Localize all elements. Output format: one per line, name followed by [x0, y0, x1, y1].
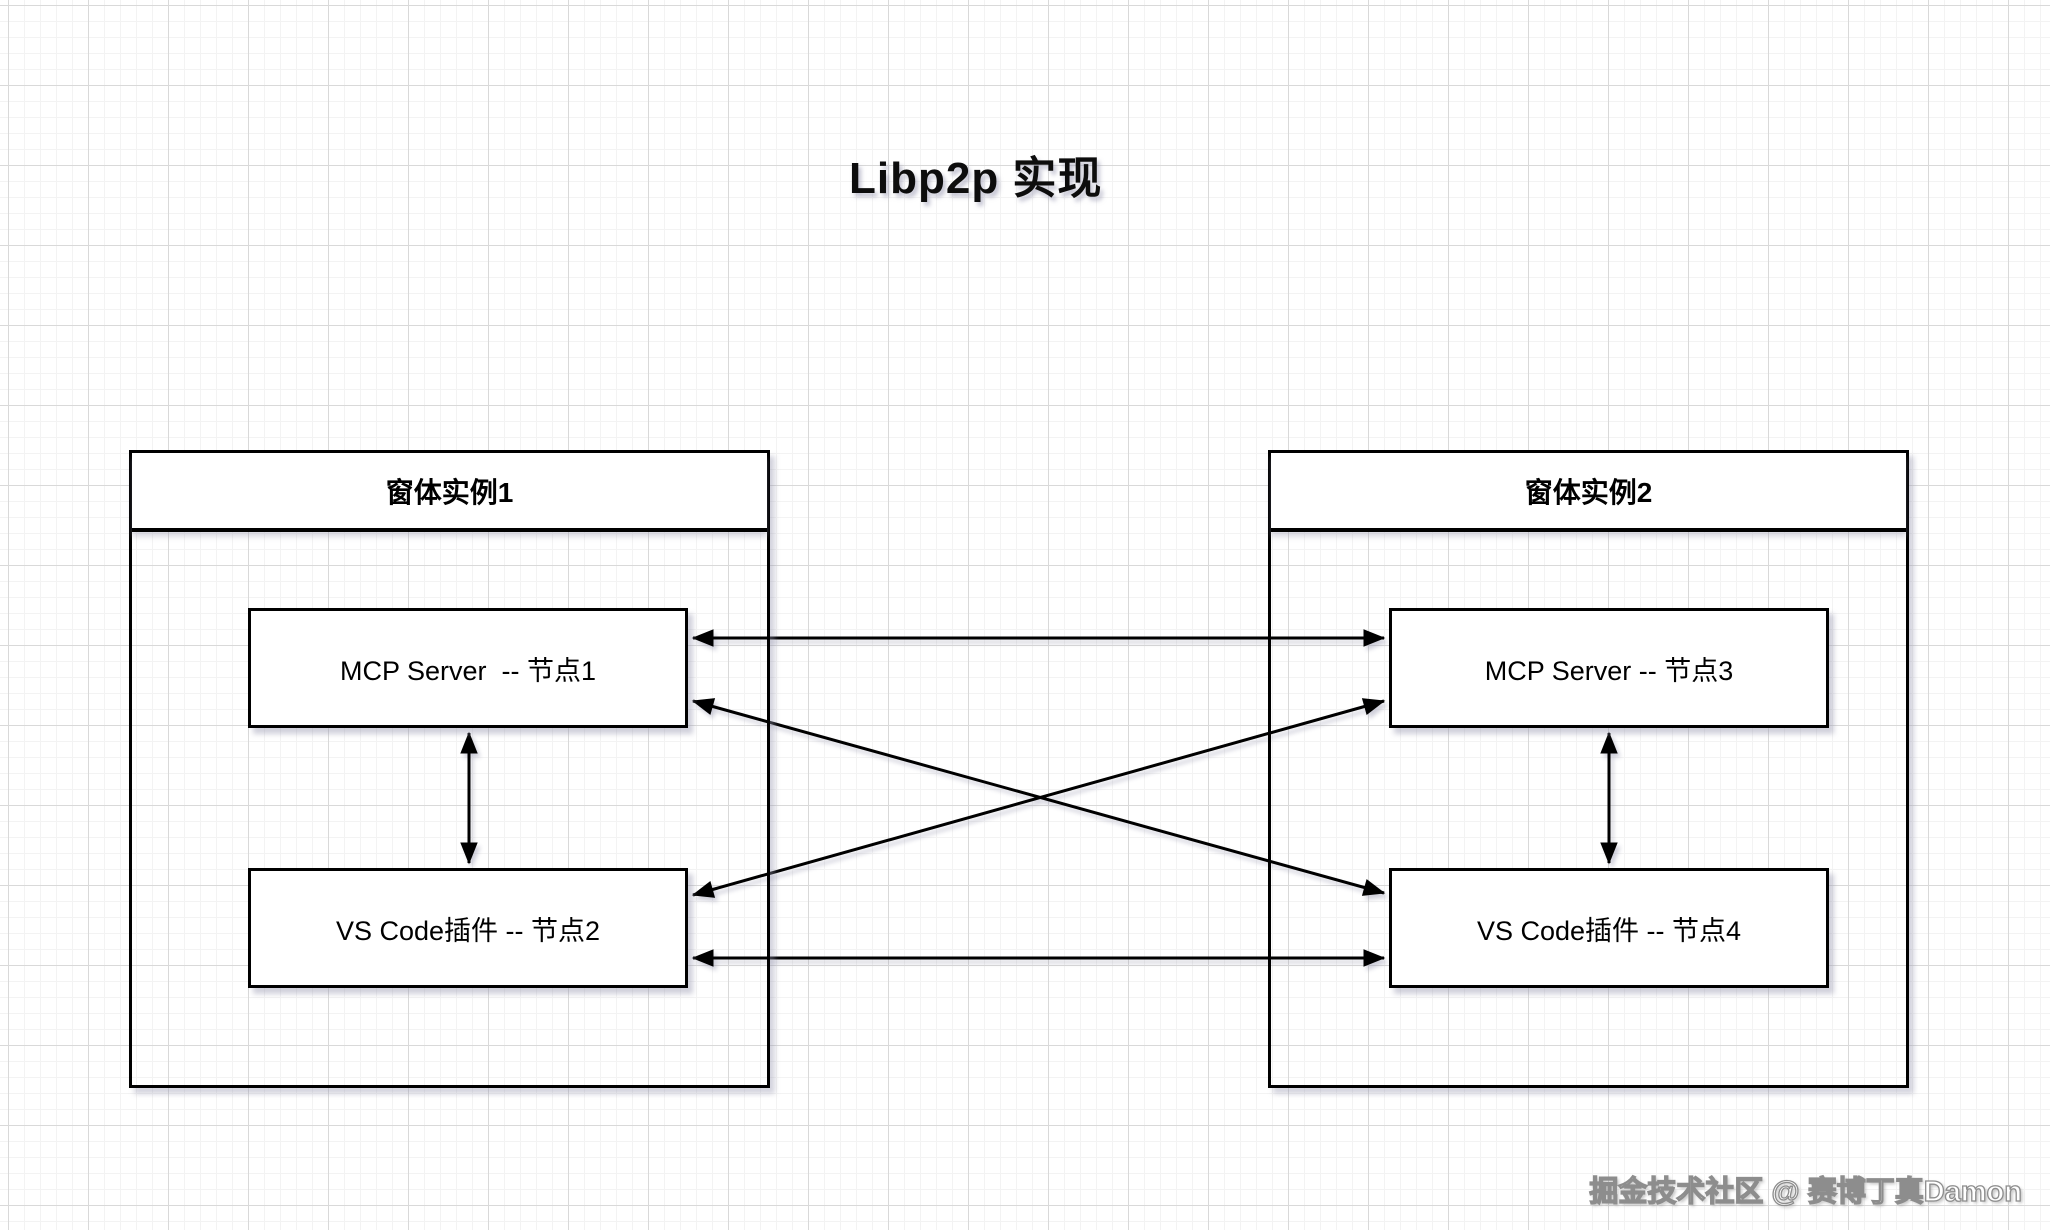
node-vscode-plugin-4-label: VS Code插件 -- 节点4 — [1476, 915, 1742, 946]
node-mcp-server-3: MCP Server -- 节点3 — [1389, 608, 1829, 728]
frame-2-title: 窗体实例2 — [1524, 476, 1653, 508]
node-vscode-plugin-4: VS Code插件 -- 节点4 — [1389, 868, 1829, 988]
frame-1-header: 窗体实例1 — [132, 453, 767, 532]
node-mcp-server-3-label: MCP Server -- 节点3 — [1484, 655, 1734, 686]
node-mcp-server-1: MCP Server -- 节点1 — [248, 608, 688, 728]
frame-2-header: 窗体实例2 — [1271, 453, 1906, 532]
node-mcp-server-1-label: MCP Server -- 节点1 — [339, 655, 597, 686]
watermark: 掘金技术社区 @ 赛博丁真Damon — [1589, 1175, 2023, 1208]
diagram-title: Libp2p 实现 — [849, 154, 1103, 203]
node-vscode-plugin-2-label: VS Code插件 -- 节点2 — [335, 915, 601, 946]
frame-window-instance-1: 窗体实例1 — [129, 450, 770, 1088]
frame-window-instance-2: 窗体实例2 — [1268, 450, 1909, 1088]
frame-1-title: 窗体实例1 — [385, 476, 514, 508]
node-vscode-plugin-2: VS Code插件 -- 节点2 — [248, 868, 688, 988]
